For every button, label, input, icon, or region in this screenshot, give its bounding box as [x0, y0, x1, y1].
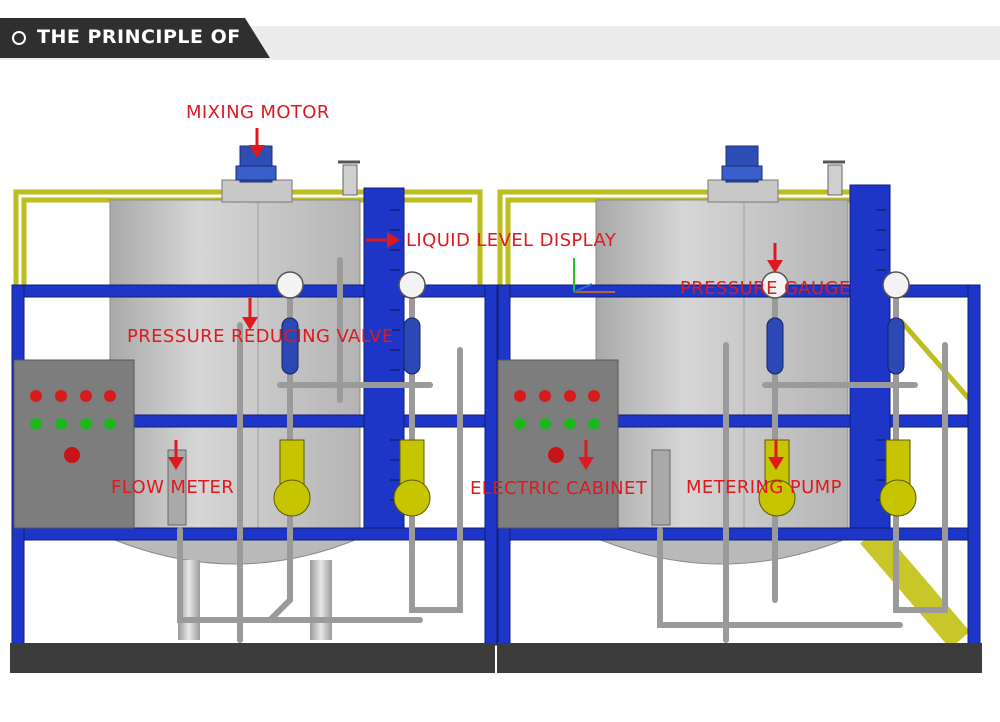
top-valve-right	[823, 160, 845, 196]
label-pressure-gauge: PRESSURE GAUGE	[680, 278, 851, 299]
electric-cabinet-left	[13, 359, 135, 529]
dampeners-left	[281, 317, 421, 375]
arrow-right-icon-level	[366, 232, 400, 248]
arrow-down-icon-flow	[168, 440, 184, 470]
arrow-down-icon-pump	[768, 440, 784, 470]
frame-left	[11, 187, 498, 646]
arrow-down-icon-gauge	[767, 243, 783, 273]
label-liquid-level-display: LIQUID LEVEL DISPLAY	[406, 230, 617, 251]
dosing-system-diagram	[10, 128, 982, 673]
label-pressure-reducing-valve: PRESSURE REDUCING VALVE	[127, 326, 394, 347]
section-header: THE PRINCIPLE OF	[0, 0, 1000, 62]
pressure-gauges-left	[276, 271, 426, 299]
mixing-motor-left	[221, 145, 293, 203]
header-tab	[0, 18, 270, 58]
metering-pumps-right	[758, 439, 917, 517]
circle-icon	[12, 31, 26, 45]
axis-triad-icon	[573, 258, 615, 293]
label-metering-pump: METERING PUMP	[686, 477, 842, 498]
electric-cabinet-right	[497, 359, 619, 529]
header-title: THE PRINCIPLE OF	[37, 26, 241, 48]
arrow-down-icon-cabinet	[578, 440, 594, 470]
base-left	[10, 643, 495, 673]
unit-left	[10, 145, 498, 673]
top-valve-left	[338, 160, 360, 196]
label-flow-meter: FLOW METER	[111, 477, 235, 498]
arrow-down-icon-valve	[242, 298, 258, 330]
dampeners-right	[766, 317, 905, 375]
label-electric-cabinet: ELECTRIC CABINET	[470, 478, 648, 499]
label-mixing-motor: MIXING MOTOR	[186, 102, 330, 123]
piping-left	[177, 257, 463, 643]
metering-pumps-left	[273, 439, 431, 517]
tank-left	[109, 199, 361, 640]
stair-right	[860, 318, 972, 649]
arrow-down-icon-motor	[249, 128, 265, 158]
pressure-gauges-right	[761, 271, 910, 299]
mixing-motor-right	[707, 145, 779, 203]
frame-right	[497, 184, 981, 646]
callout-arrows	[168, 128, 784, 470]
base-right	[497, 643, 982, 673]
flow-meter-right	[651, 449, 671, 526]
unit-right	[497, 145, 982, 673]
